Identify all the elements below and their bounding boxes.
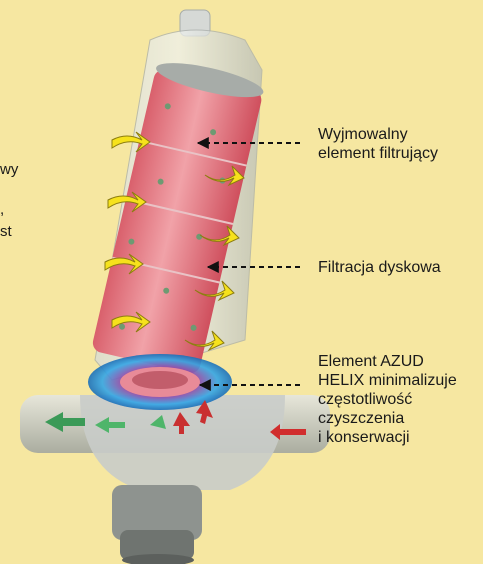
left-text-fragment-1: wy <box>0 160 18 179</box>
label-helix-element: Element AZUD HELIX minimalizuje częstotl… <box>318 352 457 447</box>
helix-ring <box>88 354 232 410</box>
label-removable-element: Wyjmowalny element filtrujący <box>318 125 438 163</box>
left-text-fragment-3: st <box>0 222 12 241</box>
left-text-fragment-2: , <box>0 200 4 219</box>
label-disc-filtration: Filtracja dyskowa <box>318 258 441 277</box>
